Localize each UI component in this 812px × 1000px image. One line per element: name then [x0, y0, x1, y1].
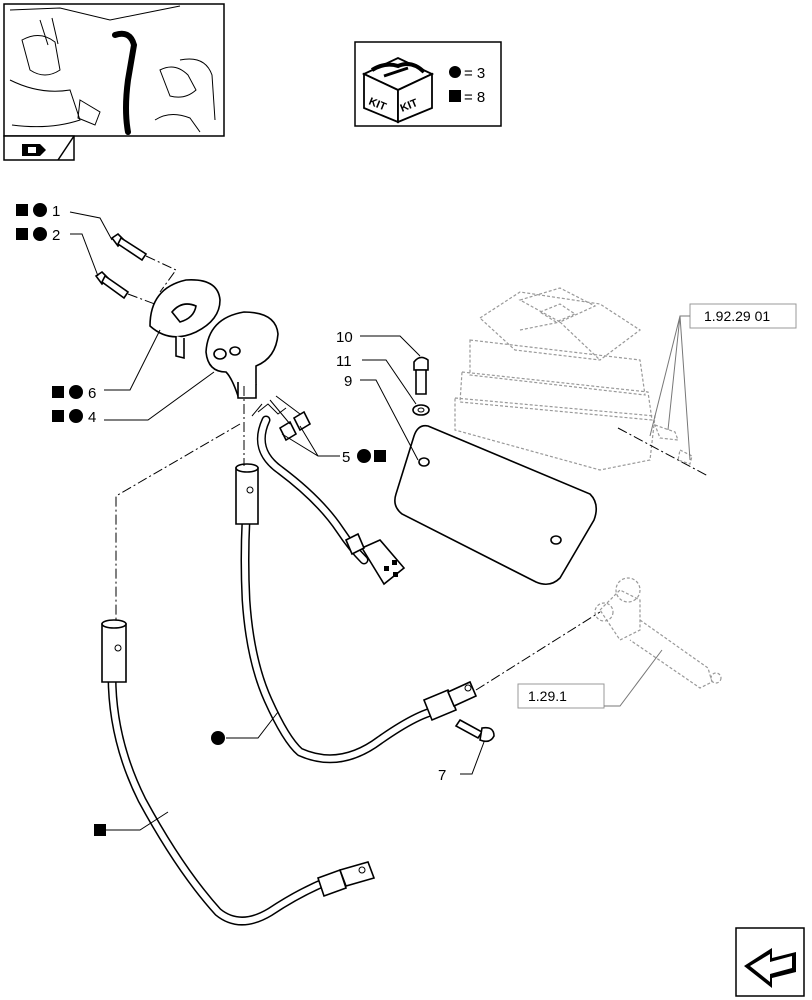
kit-square-symbol [449, 90, 461, 102]
kit-circle-qty: = 3 [464, 65, 485, 82]
callout-2-label: 2 [52, 227, 60, 244]
callout-7-label: 7 [438, 767, 446, 784]
axis-rod-to-lever [475, 611, 601, 691]
callout-6-label: 6 [88, 385, 96, 402]
callout-4-label: 4 [88, 409, 96, 426]
reference-1-92-29-01[interactable]: 1.92.29 01 [649, 303, 797, 461]
leader-10 [360, 335, 421, 357]
screw-2-axis [127, 293, 161, 307]
cover-plate-part-9 [394, 424, 598, 586]
knob-cover-part-4 [205, 311, 279, 399]
wiring-harness-part-5 [251, 395, 406, 586]
control-rod-circle-variant [235, 463, 478, 764]
screw-part-7 [454, 718, 495, 743]
callout-10[interactable]: 10 [336, 329, 353, 346]
leader-square-rod [106, 811, 169, 831]
callout-1-label: 1 [52, 203, 60, 220]
callout-4[interactable]: 4 [52, 409, 96, 426]
leader-circle-rod [226, 711, 279, 739]
callout-5-label: 5 [342, 449, 350, 466]
knob-cover-part-6 [149, 279, 221, 360]
leader-4 [104, 371, 215, 421]
callout-6[interactable]: 6 [52, 385, 96, 402]
kit-square-qty: = 8 [464, 89, 485, 106]
callout-7[interactable]: 7 [438, 767, 446, 784]
boot-centerline [617, 427, 709, 477]
connector-plug [360, 539, 406, 586]
leader-5 [281, 425, 340, 457]
callout-11[interactable]: 11 [336, 353, 352, 370]
callout-1[interactable]: 1 [16, 203, 60, 220]
screw-part-2 [94, 270, 130, 300]
leader-2 [70, 233, 99, 277]
reference-label-a: 1.92.29 01 [704, 308, 770, 324]
callout-square-variant-rod[interactable] [94, 824, 106, 836]
kit-circle-symbol [449, 66, 461, 78]
axis-knob-to-square-rod [115, 423, 241, 622]
leader-6 [104, 329, 161, 391]
screw-part-1 [110, 232, 148, 262]
thumbnail-tractor-view[interactable] [3, 3, 225, 161]
ghost-lever [594, 577, 722, 689]
washer-part-11 [412, 404, 430, 416]
callout-circle-variant-rod[interactable] [211, 731, 225, 745]
leader-9 [360, 379, 419, 461]
reference-label-b: 1.29.1 [528, 688, 567, 704]
callout-11-label: 11 [336, 353, 352, 370]
ghost-boot [454, 287, 693, 471]
callout-5[interactable]: 5 [342, 449, 386, 466]
leader-11 [362, 359, 417, 405]
kit-box: KIT KIT = 3 = 8 [354, 41, 502, 127]
callout-2[interactable]: 2 [16, 227, 60, 244]
callout-10-label: 10 [336, 329, 353, 346]
screw-part-10 [413, 356, 429, 395]
leader-7 [460, 741, 485, 775]
callout-9[interactable]: 9 [344, 373, 352, 390]
control-rod-square-variant [101, 619, 376, 926]
page-flag-icon [22, 144, 46, 156]
kit-box-icon: KIT KIT [361, 57, 435, 124]
callout-9-label: 9 [344, 373, 352, 390]
next-page-arrow-icon[interactable] [735, 927, 805, 997]
leader-1 [69, 211, 113, 241]
reference-1-29-1[interactable]: 1.29.1 [517, 649, 663, 709]
